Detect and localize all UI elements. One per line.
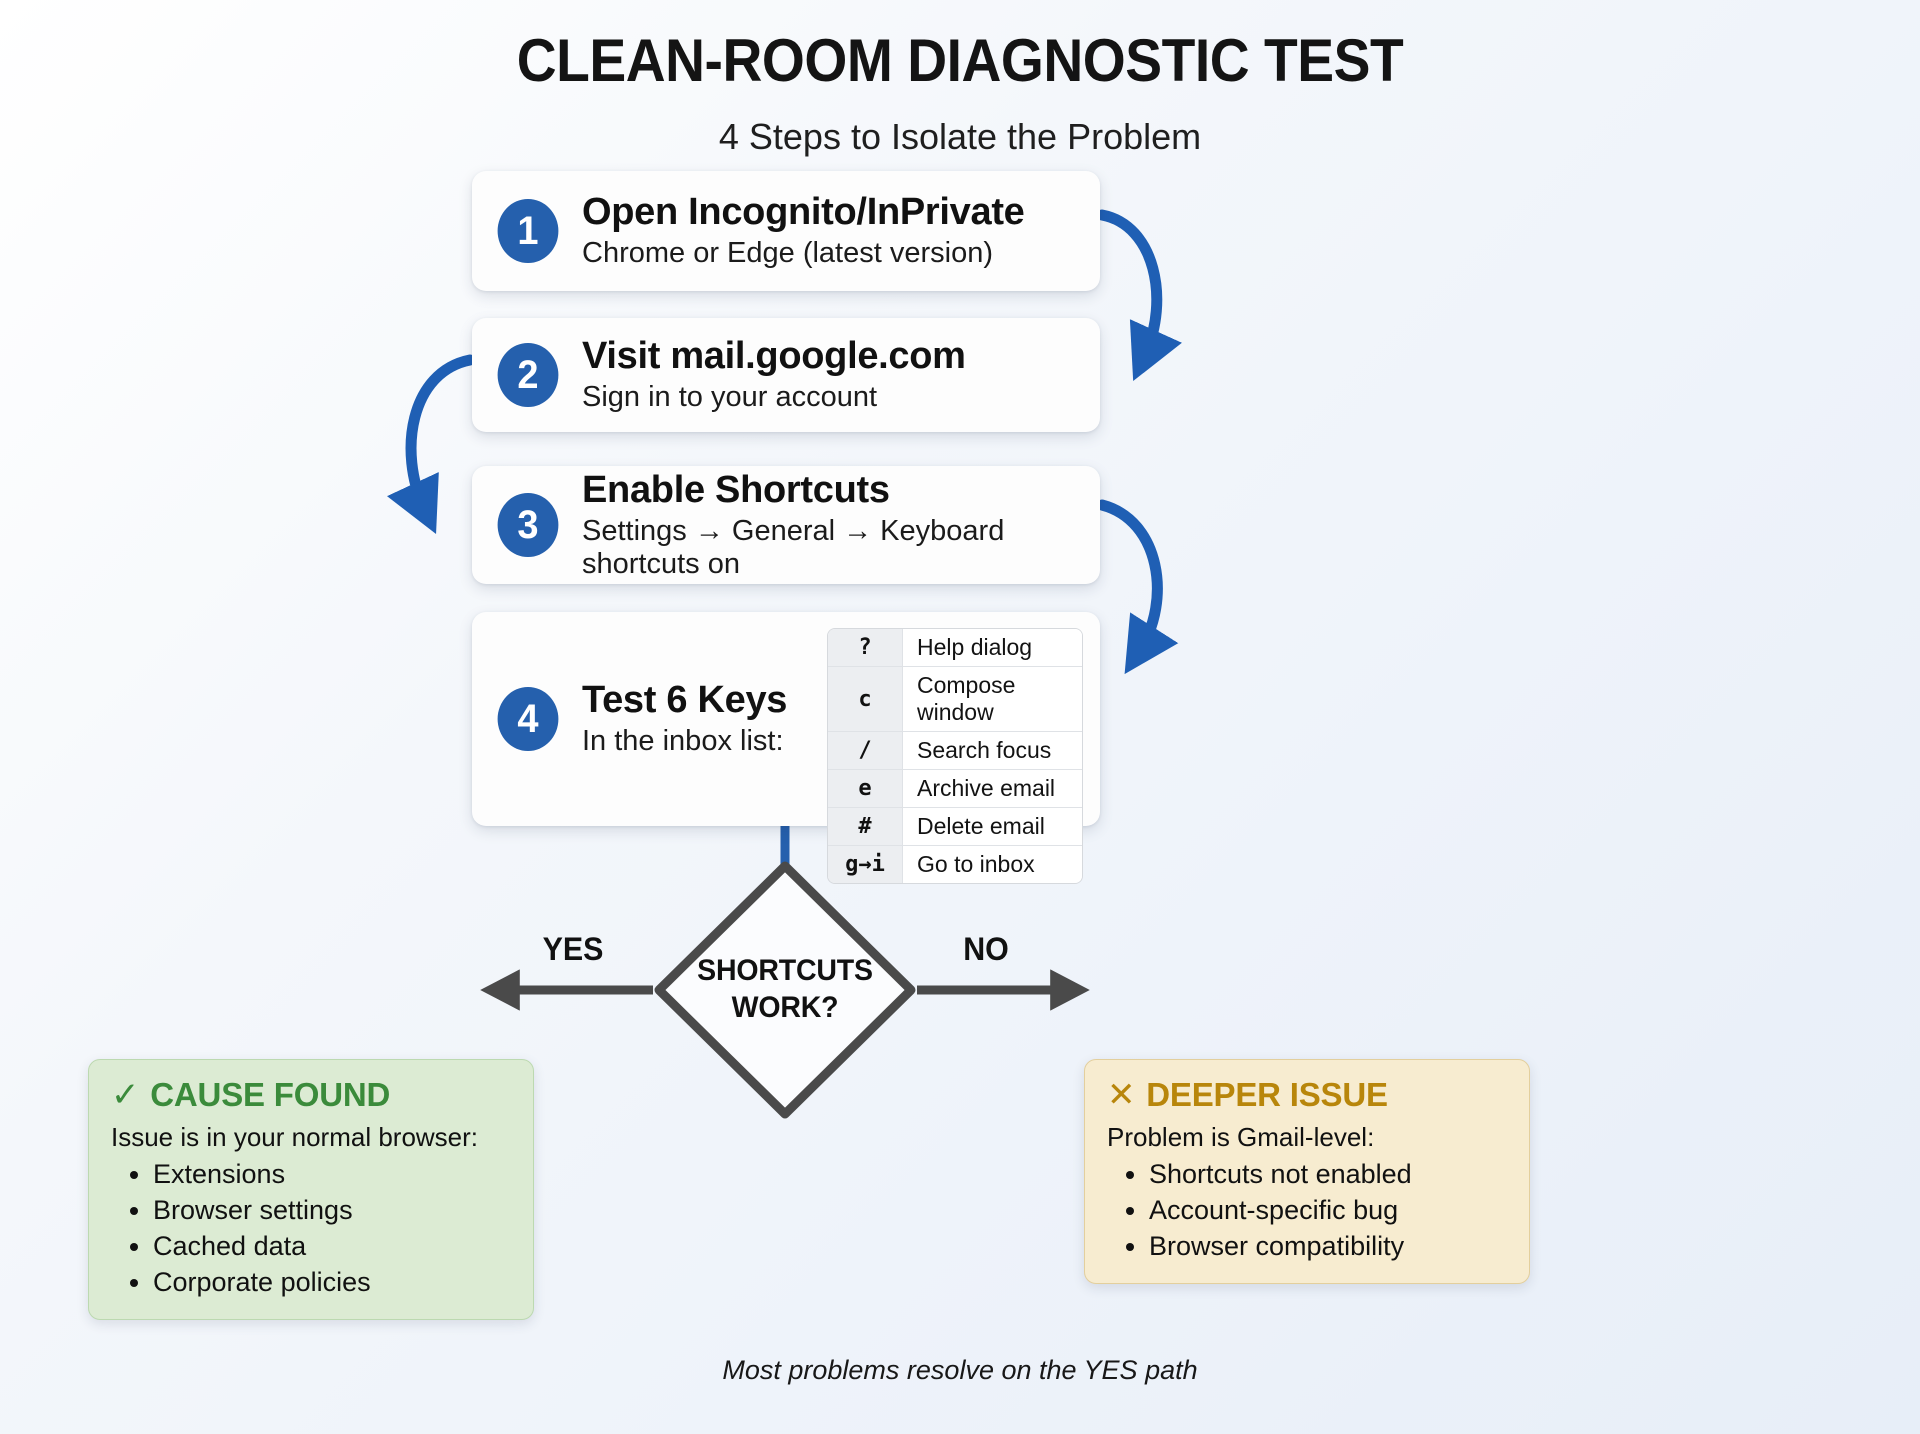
table-row: # Delete email <box>828 807 1082 846</box>
shortcut-key: g→i <box>828 845 903 883</box>
step-title-1: Open Incognito/InPrivate <box>582 191 1025 234</box>
shortcut-key: c <box>828 666 903 732</box>
table-row: / Search focus <box>828 731 1082 770</box>
step-subtitle-2: Sign in to your account <box>582 381 878 414</box>
list-item: Browser settings <box>153 1193 511 1229</box>
cross-icon: ✕ <box>1107 1076 1136 1114</box>
step-title-4: Test 6 Keys <box>582 679 788 722</box>
outcome-heading-no: ✕ DEEPER ISSUE <box>1107 1076 1507 1114</box>
shortcut-key: # <box>828 807 903 846</box>
step-subtitle-1: Chrome or Edge (latest version) <box>582 237 993 270</box>
shortcut-action: Go to inbox <box>902 845 1082 883</box>
outcome-box-deeper-issue: ✕ DEEPER ISSUE Problem is Gmail-level: S… <box>1084 1059 1530 1284</box>
outcome-list-no: Shortcuts not enabled Account-specific b… <box>1107 1157 1507 1265</box>
shortcut-action: Help dialog <box>902 629 1082 667</box>
table-row: c Compose window <box>828 666 1082 732</box>
shortcut-action: Search focus <box>902 731 1082 770</box>
page-subtitle: 4 Steps to Isolate the Problem <box>718 116 1202 157</box>
step-title-2: Visit mail.google.com <box>582 335 966 378</box>
step-subtitle-3: Settings → General → Keyboard shortcuts … <box>582 515 1005 580</box>
shortcut-key: / <box>828 731 903 770</box>
list-item: Browser compatibility <box>1149 1229 1507 1265</box>
decision-line-2: WORK? <box>731 991 839 1024</box>
outcome-list-yes: Extensions Browser settings Cached data … <box>111 1157 511 1301</box>
step-title-3: Enable Shortcuts <box>582 469 890 512</box>
list-item: Account-specific bug <box>1149 1193 1507 1229</box>
shortcut-action: Compose window <box>902 666 1082 732</box>
step-number-badge-1: 1 <box>497 199 559 263</box>
shortcut-key: ? <box>828 629 903 667</box>
step-card-3: 3 Enable Shortcuts Settings → General → … <box>472 466 1100 584</box>
check-icon: ✓ <box>111 1076 140 1114</box>
table-row: e Archive email <box>828 769 1082 808</box>
list-item: Shortcuts not enabled <box>1149 1157 1507 1193</box>
step-subtitle-4: In the inbox list: <box>582 725 784 758</box>
branch-label-no: NO <box>963 931 1009 967</box>
decision-line-1: SHORTCUTS <box>697 954 873 988</box>
shortcut-key: e <box>828 769 903 808</box>
list-item: Cached data <box>153 1229 511 1265</box>
step-card-1: 1 Open Incognito/InPrivate Chrome or Edg… <box>472 171 1100 291</box>
table-row: g→i Go to inbox <box>828 845 1082 883</box>
list-item: Extensions <box>153 1157 511 1193</box>
table-row: ? Help dialog <box>828 629 1082 667</box>
outcome-heading-text: DEEPER ISSUE <box>1146 1076 1388 1113</box>
step-card-2: 2 Visit mail.google.com Sign in to your … <box>472 318 1100 432</box>
outcome-heading-yes: ✓ CAUSE FOUND <box>111 1076 511 1114</box>
outcome-lead-no: Problem is Gmail-level: <box>1107 1122 1375 1152</box>
step-number-badge-4: 4 <box>497 687 559 751</box>
footnote: Most problems resolve on the YES path <box>722 1355 1198 1385</box>
page-title: CLEAN-ROOM DIAGNOSTIC TEST <box>516 27 1404 94</box>
step-card-4: 4 Test 6 Keys In the inbox list: ? Help … <box>472 612 1100 883</box>
shortcut-key-table: ? Help dialog c Compose window / Search … <box>828 629 1082 883</box>
decision-diamond: SHORTCUTS WORK? <box>663 862 906 1118</box>
outcome-box-cause-found: ✓ CAUSE FOUND Issue is in your normal br… <box>88 1059 534 1320</box>
step-number-badge-2: 2 <box>497 343 559 407</box>
list-item: Corporate policies <box>153 1265 511 1301</box>
outcome-lead-yes: Issue is in your normal browser: <box>111 1122 479 1152</box>
outcome-heading-text: CAUSE FOUND <box>150 1076 391 1113</box>
shortcut-action: Delete email <box>902 807 1082 846</box>
shortcut-action: Archive email <box>902 769 1082 808</box>
step-number-badge-3: 3 <box>497 493 559 557</box>
branch-label-yes: YES <box>542 931 604 967</box>
